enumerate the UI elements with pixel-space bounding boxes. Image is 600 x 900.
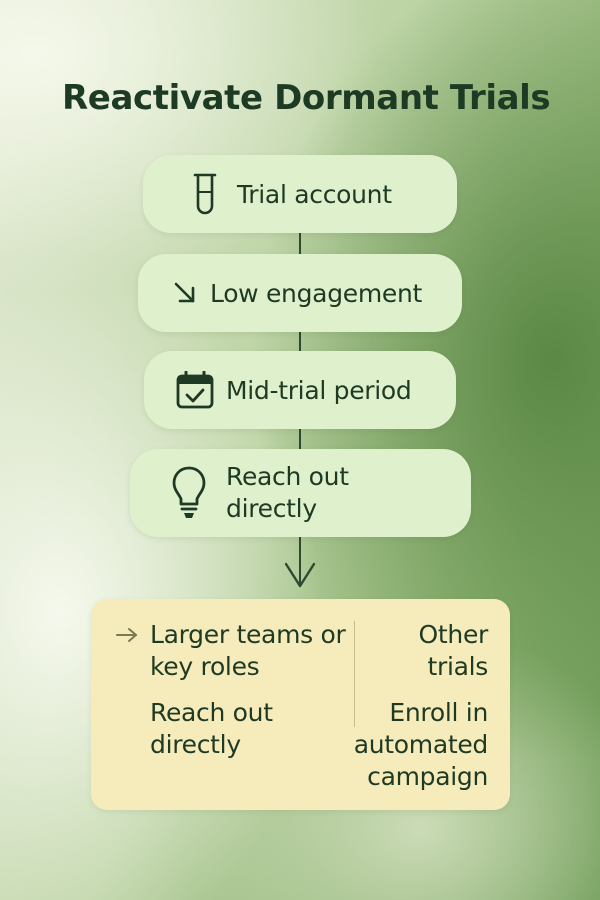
step-node-mid-trial-period: Mid-trial period bbox=[144, 351, 456, 429]
right-action: Enroll in automated campaign bbox=[353, 698, 489, 791]
right-condition: Other trials bbox=[418, 620, 489, 681]
connector-line bbox=[299, 331, 301, 353]
outcome-panel: Larger teams or key roles Reach out dire… bbox=[91, 599, 510, 810]
step-label: Trial account bbox=[237, 179, 392, 209]
lightbulb-icon bbox=[172, 466, 206, 520]
panel-divider bbox=[354, 621, 355, 727]
test-tube-icon bbox=[191, 172, 219, 216]
step-node-reach-out-directly: Reach out directly bbox=[130, 449, 471, 537]
connector-line bbox=[299, 537, 301, 584]
connector-line bbox=[299, 233, 301, 257]
diagram-title: Reactivate Dormant Trials bbox=[62, 78, 551, 118]
arrow-down-icon bbox=[284, 562, 316, 588]
step-node-low-engagement: Low engagement bbox=[138, 254, 462, 332]
step-label: Mid-trial period bbox=[226, 375, 412, 405]
arrow-down-right-icon bbox=[172, 281, 198, 305]
step-label: Reach out directly bbox=[226, 462, 349, 523]
left-condition: Larger teams or key roles bbox=[150, 620, 346, 681]
left-action: Reach out directly bbox=[150, 698, 273, 759]
step-node-trial-account: Trial account bbox=[143, 155, 457, 233]
step-label: Low engagement bbox=[210, 278, 423, 308]
calendar-check-icon bbox=[176, 371, 214, 409]
connector-line bbox=[299, 429, 301, 451]
arrow-right-icon bbox=[116, 628, 137, 642]
